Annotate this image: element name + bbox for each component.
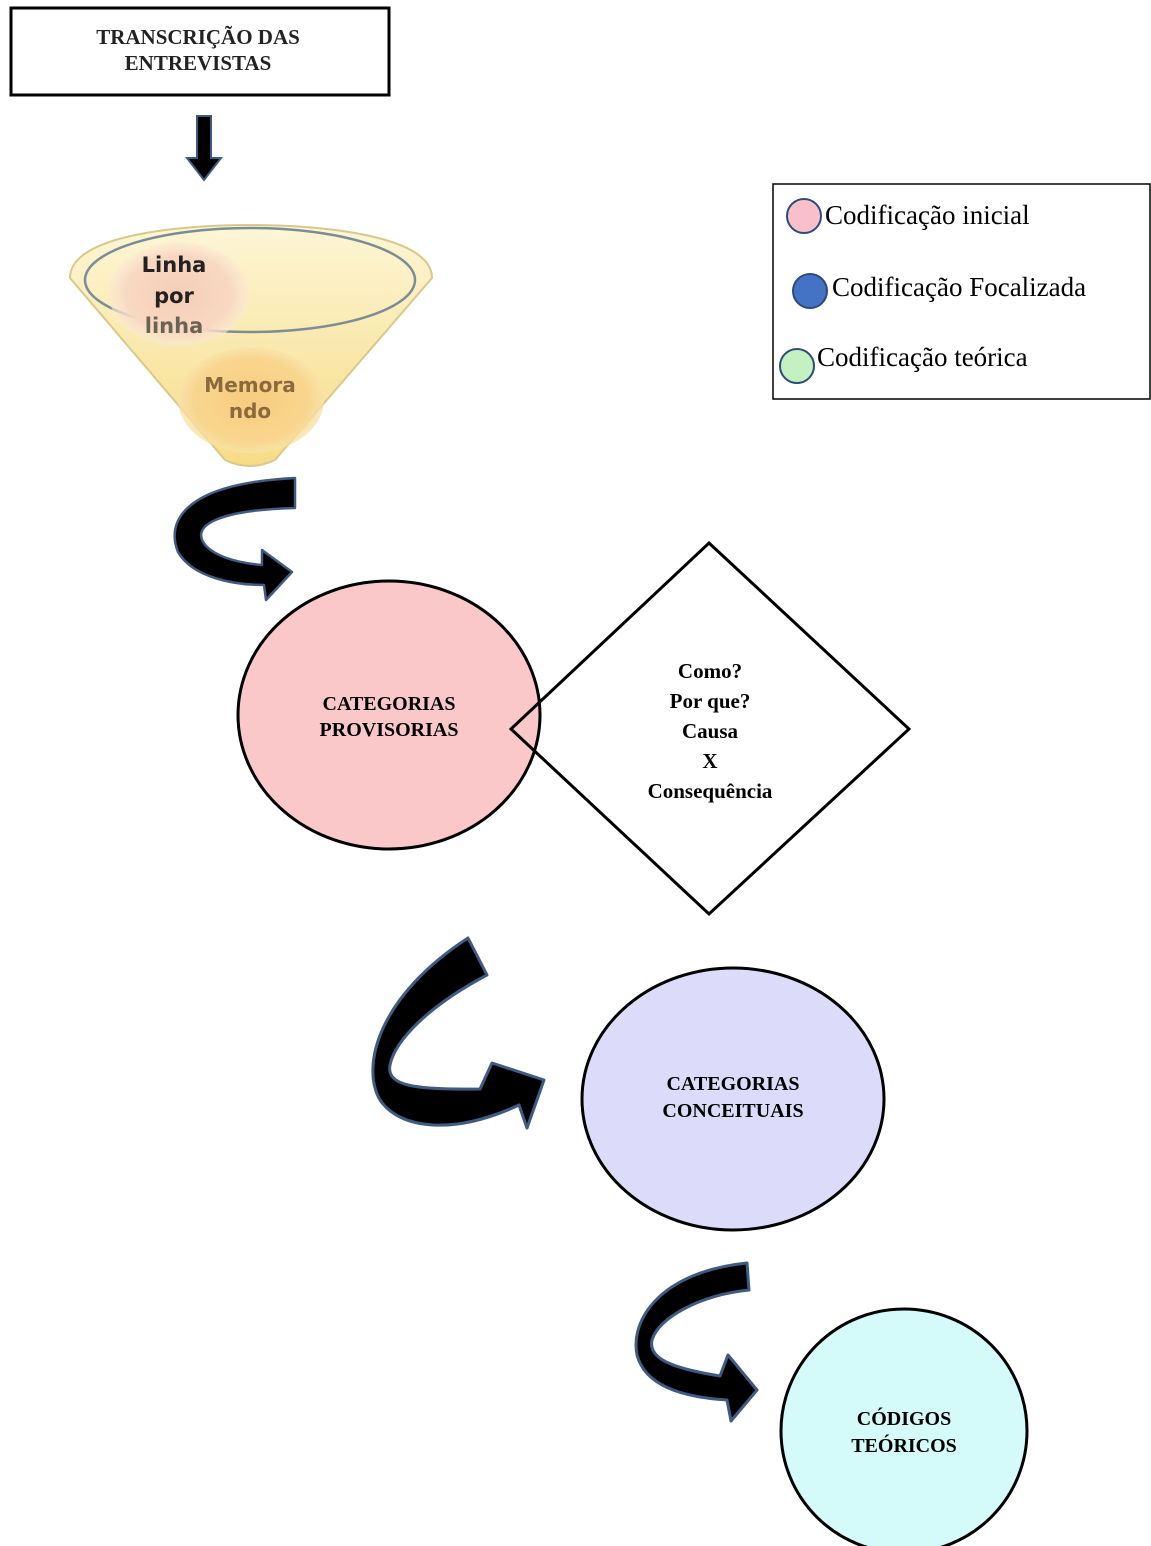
funnel-top-line2: por (154, 284, 194, 308)
transcription-line1: TRANSCRIÇÃO DAS (96, 25, 300, 49)
funnel-bottom-line2: ndo (229, 399, 271, 423)
diamond-line2: Por que? (670, 689, 751, 713)
down-arrow-icon (184, 115, 224, 182)
transcription-line2: ENTREVISTAS (125, 51, 272, 75)
line-by-line-blob (109, 242, 249, 346)
legend: Codificação inicial Codificação Focaliza… (772, 183, 1151, 400)
funnel-bottom-line1: Memora (204, 373, 295, 397)
blue-circle-icon (792, 273, 828, 309)
legend-label-theoretical: Codificação teórica (817, 342, 1028, 372)
legend-item-focused: Codificação Focalizada (792, 272, 1086, 309)
memo-blob (178, 347, 324, 453)
theoretical-line1: CÓDIGOS (857, 1406, 951, 1430)
theoretical-codes-node: CÓDIGOS TEÓRICOS (779, 1307, 1029, 1546)
legend-label-focused: Codificação Focalizada (832, 272, 1086, 302)
diamond-line5: Consequência (648, 779, 773, 803)
conceptual-categories-node: CATEGORIAS CONCEITUAIS (580, 966, 886, 1232)
legend-label-initial: Codificação inicial (825, 200, 1030, 230)
pink-circle-icon (786, 198, 822, 234)
diamond-line3: Causa (682, 719, 739, 743)
questions-diamond: Como? Por que? Causa X Consequência (508, 540, 912, 917)
provisional-categories-node: CATEGORIAS PROVISORIAS (236, 579, 542, 851)
curved-arrow-icon (371, 936, 546, 1130)
green-circle-icon (779, 348, 815, 384)
legend-item-initial: Codificação inicial (786, 198, 1030, 234)
legend-item-theoretical: Codificação teórica (779, 342, 1028, 384)
transcription-box: TRANSCRIÇÃO DAS ENTREVISTAS (9, 6, 391, 97)
diamond-line4: X (702, 749, 717, 773)
conceptual-line2: CONCEITUAIS (662, 1100, 803, 1122)
conceptual-line1: CATEGORIAS (667, 1073, 800, 1095)
provisional-line1: CATEGORIAS (323, 693, 456, 715)
funnel: Linha por linha Memora ndo (68, 223, 434, 467)
funnel-top-line1: Linha (142, 253, 207, 277)
theoretical-line2: TEÓRICOS (851, 1433, 957, 1457)
funnel-top-line3: linha (145, 314, 203, 338)
diamond-line1: Como? (678, 659, 742, 683)
curved-arrow-icon (173, 476, 297, 602)
provisional-line2: PROVISORIAS (320, 719, 459, 741)
curved-arrow-icon (634, 1261, 759, 1423)
